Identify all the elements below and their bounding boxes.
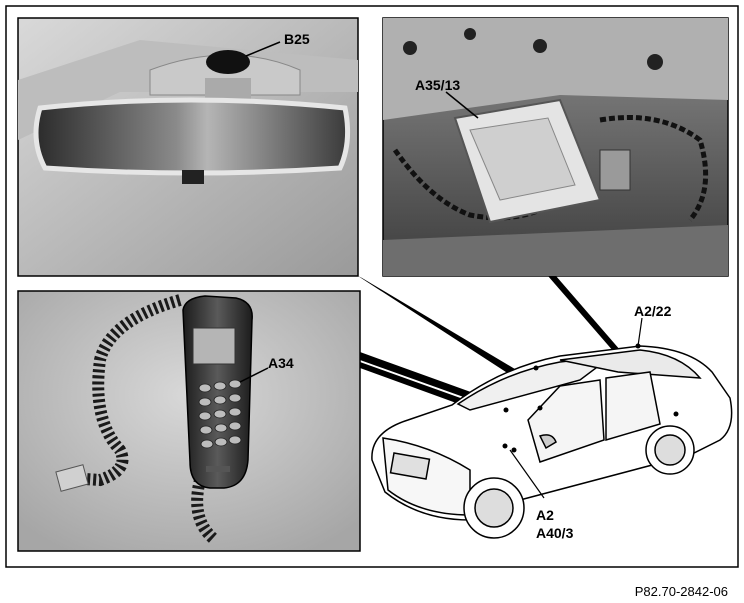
label-a40-3: A40/3 (536, 525, 574, 541)
leader-a2 (509, 449, 545, 499)
label-a2: A2 (536, 507, 554, 523)
sedan-car-icon (371, 345, 733, 539)
handset-panel: A34 (17, 290, 361, 552)
label-a34: A34 (268, 355, 294, 371)
figure-reference: P82.70-2842-06 (635, 584, 728, 599)
label-a35-13: A35/13 (415, 77, 460, 93)
coiled-cord (55, 294, 220, 545)
b25-sensor (206, 50, 250, 74)
car-component-markers (502, 343, 679, 453)
label-b25: B25 (284, 31, 310, 47)
module-panel: A35/13 (382, 17, 729, 277)
control-module-icon (453, 98, 631, 224)
label-a2-22: A2/22 (634, 303, 672, 319)
rearview-mirror-icon (33, 97, 351, 184)
leader-a2-22 (637, 317, 643, 347)
mirror-panel: B25 (17, 17, 359, 277)
telephone-handset-icon (182, 295, 253, 489)
